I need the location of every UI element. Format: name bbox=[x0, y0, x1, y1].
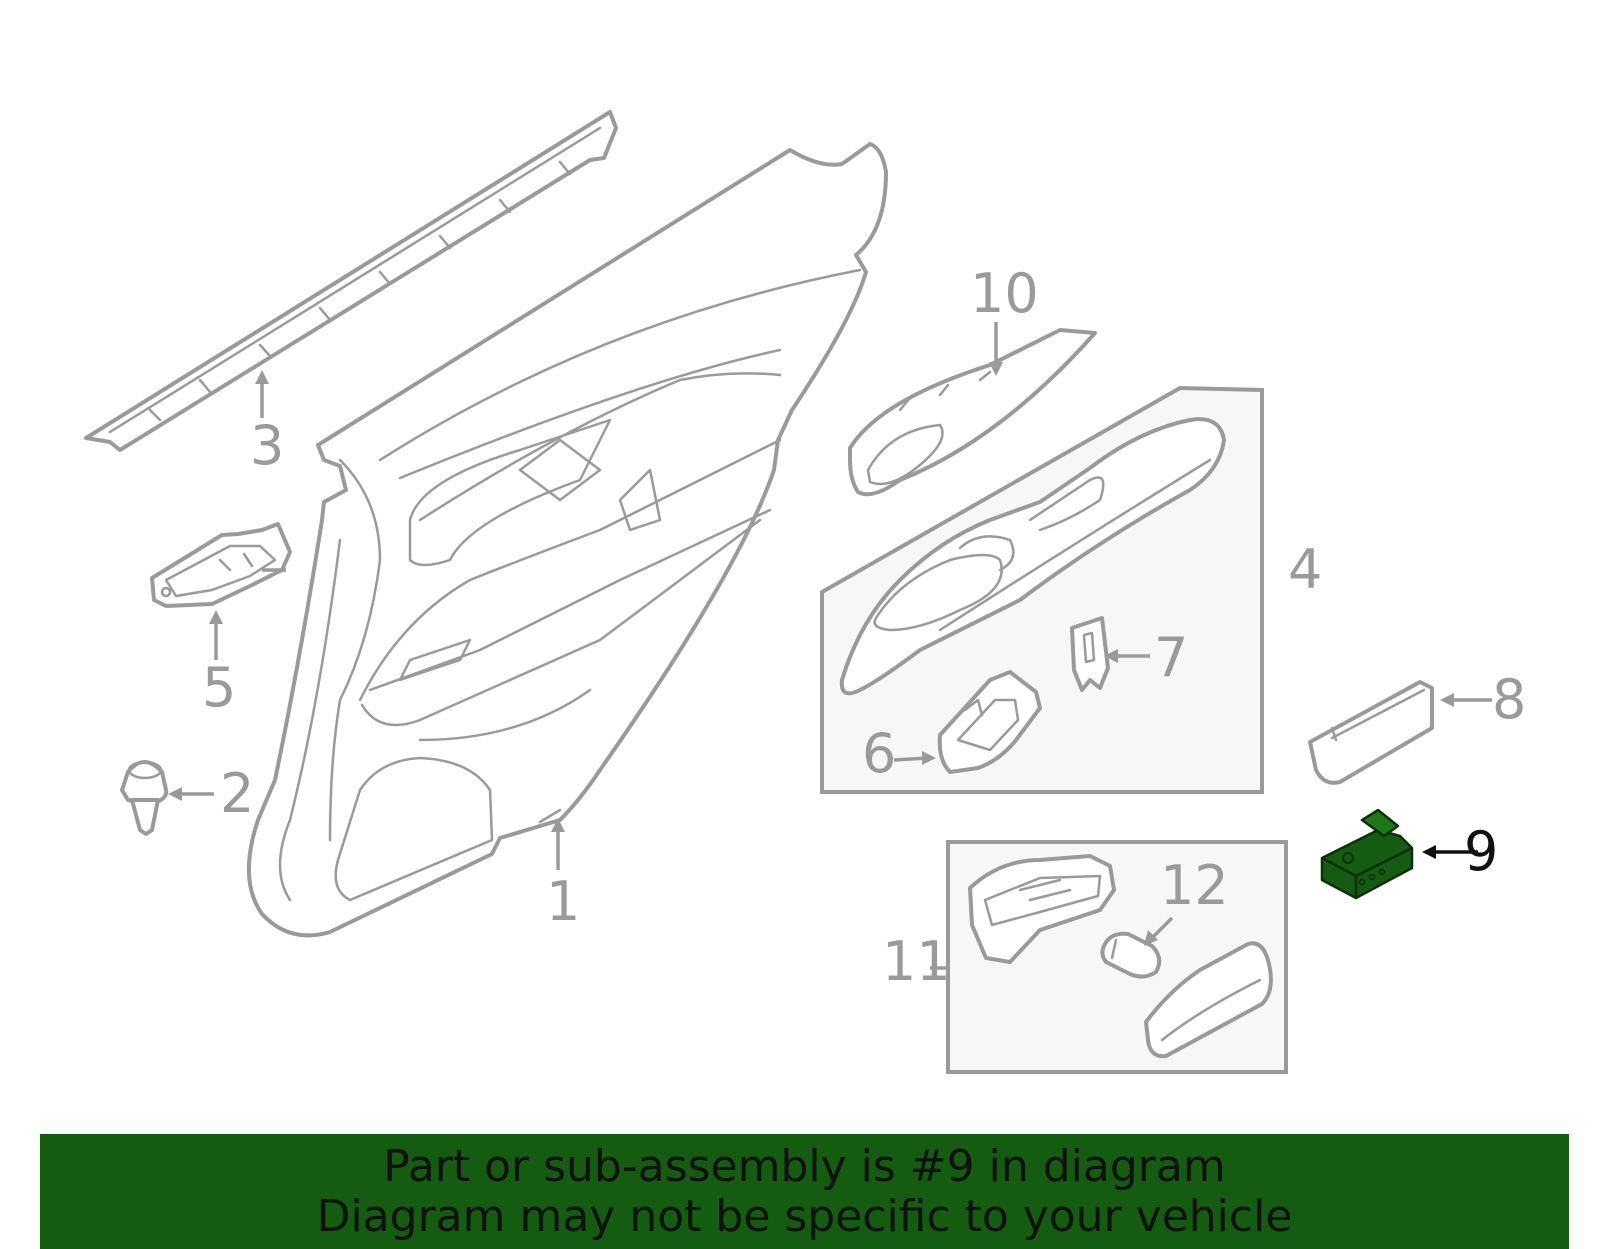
part-10-handle-trim bbox=[848, 328, 1097, 497]
callout-3: 3 bbox=[250, 414, 284, 477]
banner-line-disclaimer: Diagram may not be specific to your vehi… bbox=[316, 1191, 1293, 1242]
callout-11: 11 bbox=[882, 930, 951, 993]
callout-1: 1 bbox=[546, 870, 580, 933]
part-2-clip bbox=[120, 760, 169, 836]
callout-5: 5 bbox=[202, 656, 236, 719]
notice-banner: Part or sub-assembly is #9 in diagram Di… bbox=[40, 1134, 1569, 1249]
part-11-cover-lens bbox=[1144, 941, 1273, 1059]
banner-line-part-number: Part or sub-assembly is #9 in diagram bbox=[383, 1141, 1226, 1192]
callout-7: 7 bbox=[1154, 626, 1188, 689]
part-4-armrest bbox=[839, 417, 1226, 696]
part-8-trim-strip bbox=[1308, 680, 1434, 785]
callout-2: 2 bbox=[220, 762, 254, 825]
part-3-weatherstrip bbox=[84, 110, 618, 452]
part-11-switch-housing bbox=[968, 854, 1116, 964]
callout-4: 4 bbox=[1288, 538, 1322, 601]
part-1-door-trim-panel bbox=[246, 142, 888, 938]
callout-12: 12 bbox=[1160, 854, 1229, 917]
part-6-switch-bezel bbox=[937, 670, 1042, 774]
part-9-window-switch bbox=[1320, 808, 1414, 900]
callout-6: 6 bbox=[862, 722, 896, 785]
callout-8: 8 bbox=[1492, 668, 1526, 731]
part-7-clip bbox=[1070, 616, 1110, 692]
leaders bbox=[168, 322, 1492, 970]
callout-9-highlighted: 9 bbox=[1464, 820, 1498, 883]
callout-10: 10 bbox=[970, 262, 1039, 325]
part-5-bracket bbox=[150, 522, 292, 608]
